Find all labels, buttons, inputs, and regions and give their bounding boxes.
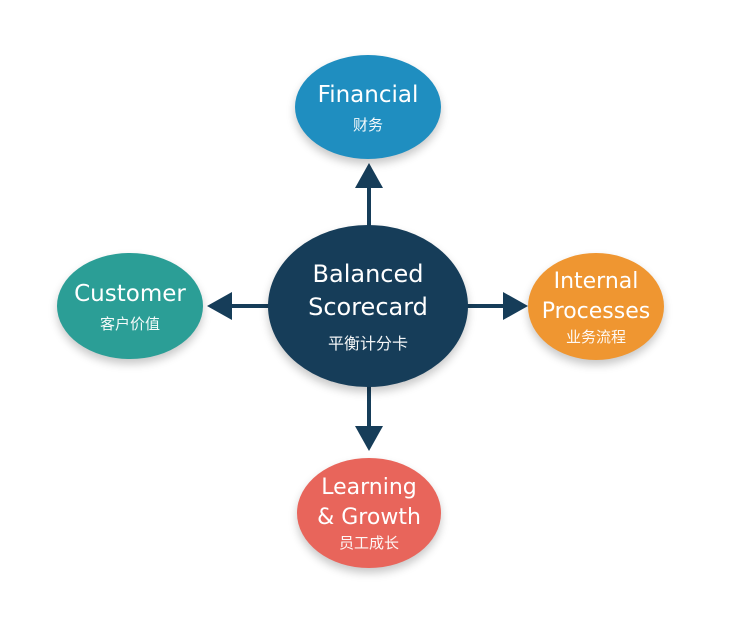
connector-center-to-customer <box>207 292 270 320</box>
node-financial: Financial 财务 <box>295 55 441 159</box>
arrowhead-financial <box>355 163 383 188</box>
node-customer: Customer 客户价值 <box>57 253 203 359</box>
node-internal-title-line-2: Processes <box>541 298 651 324</box>
connector-center-to-financial <box>355 163 383 226</box>
node-learning-title-line-1: Learning <box>321 475 417 500</box>
node-customer-title-line-1: Customer <box>74 280 186 307</box>
connector-center-to-learning <box>355 386 383 451</box>
arrowhead-customer <box>207 292 232 320</box>
node-learning-title-line-2: & Growth <box>317 505 421 530</box>
node-internal-subtitle: 业务流程 <box>565 327 626 346</box>
node-center-subtitle: 平衡计分卡 <box>327 334 408 353</box>
arrowhead-learning <box>355 426 383 451</box>
node-learning-growth: Learning & Growth 员工成长 <box>297 458 441 568</box>
node-internal-title-line-1: Internal <box>553 268 639 294</box>
node-financial-title-line-1: Financial <box>317 81 419 108</box>
connector-center-to-internal <box>467 292 528 320</box>
node-financial-subtitle: 财务 <box>352 115 383 134</box>
node-customer-subtitle: 客户价值 <box>99 314 160 333</box>
arrowhead-internal <box>503 292 528 320</box>
node-learning-subtitle: 员工成长 <box>338 534 399 552</box>
node-balanced-scorecard: Balanced Scorecard 平衡计分卡 <box>268 225 468 387</box>
node-center-title-line-2: Scorecard <box>308 293 428 321</box>
node-center-title-line-1: Balanced <box>312 260 424 288</box>
node-internal-processes: Internal Processes 业务流程 <box>528 253 664 360</box>
